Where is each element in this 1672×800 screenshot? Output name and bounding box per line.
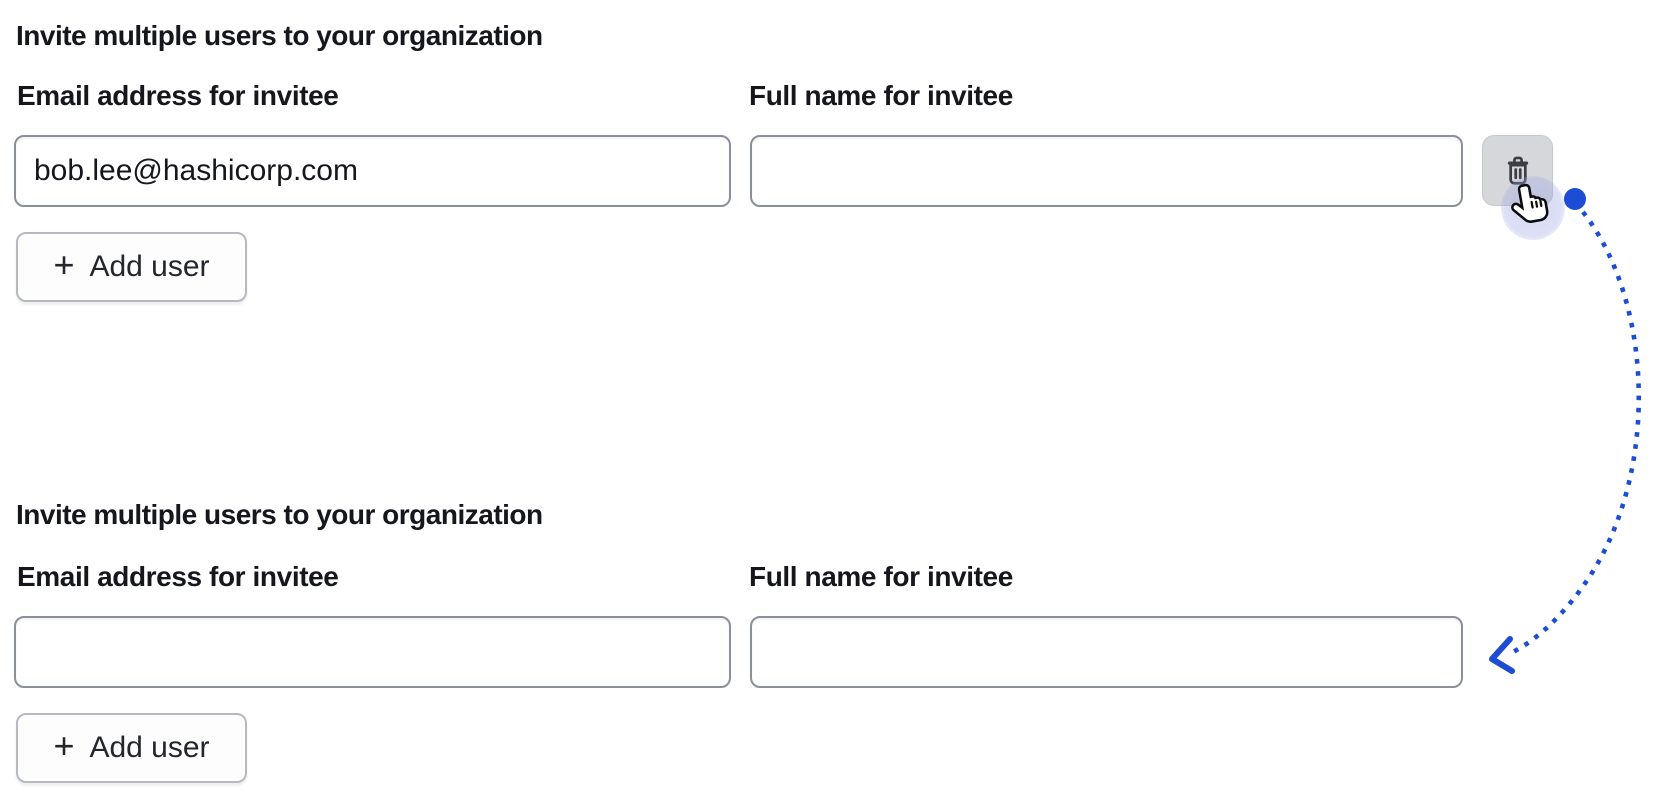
section1-email-label: Email address for invitee	[17, 80, 339, 111]
section2-add-user-label: Add user	[89, 731, 210, 764]
section2-fullname-label: Full name for invitee	[749, 561, 1013, 592]
section1-add-user-button[interactable]: + Add user	[16, 232, 247, 302]
section2-fullname-input[interactable]	[750, 616, 1463, 688]
plus-icon: +	[53, 725, 75, 766]
section1-fullname-label: Full name for invitee	[749, 80, 1013, 111]
plus-icon: +	[53, 244, 75, 285]
section2-heading: Invite multiple users to your organizati…	[16, 499, 543, 530]
section1-heading: Invite multiple users to your organizati…	[16, 20, 543, 51]
section1-fullname-input[interactable]	[750, 135, 1463, 207]
section2-add-user-button[interactable]: + Add user	[16, 713, 247, 783]
section1-email-input[interactable]	[14, 135, 731, 207]
section2-email-label: Email address for invitee	[17, 561, 339, 592]
section1-add-user-label: Add user	[89, 250, 210, 283]
dotted-arrow-curve	[1511, 210, 1642, 655]
section1-delete-row-button[interactable]	[1482, 135, 1553, 206]
arrowhead-icon	[1489, 636, 1515, 674]
arrow-start-dot	[1564, 188, 1586, 210]
trash-icon	[1507, 156, 1528, 185]
section2-email-input[interactable]	[14, 616, 731, 688]
